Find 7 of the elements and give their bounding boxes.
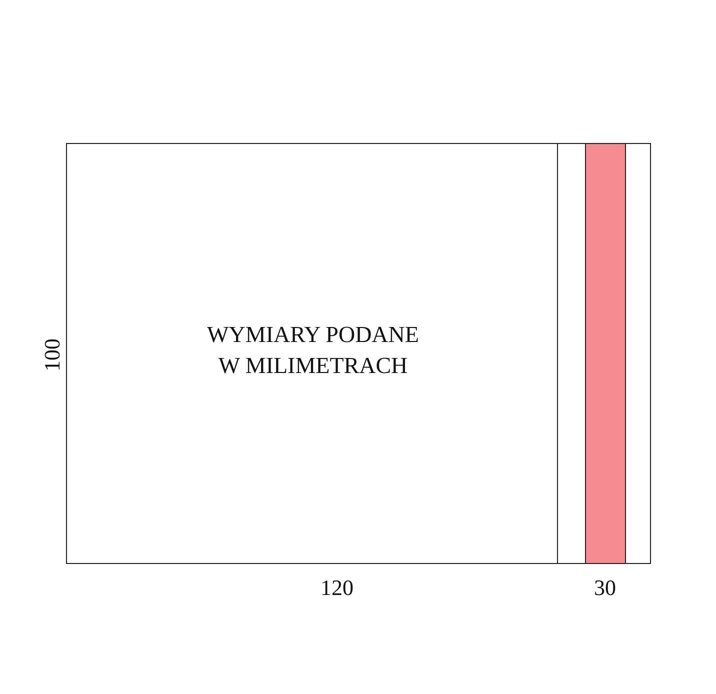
dimension-label: 30: [594, 575, 616, 601]
side-strip: [557, 143, 651, 564]
dimension-label: 120: [320, 575, 354, 601]
colored-band: [585, 143, 626, 564]
dimension-label: 100: [39, 338, 65, 372]
drawing-area-box: [66, 143, 558, 564]
note-text: WYMIARY PODANE W MILIMETRACH: [206, 321, 420, 380]
